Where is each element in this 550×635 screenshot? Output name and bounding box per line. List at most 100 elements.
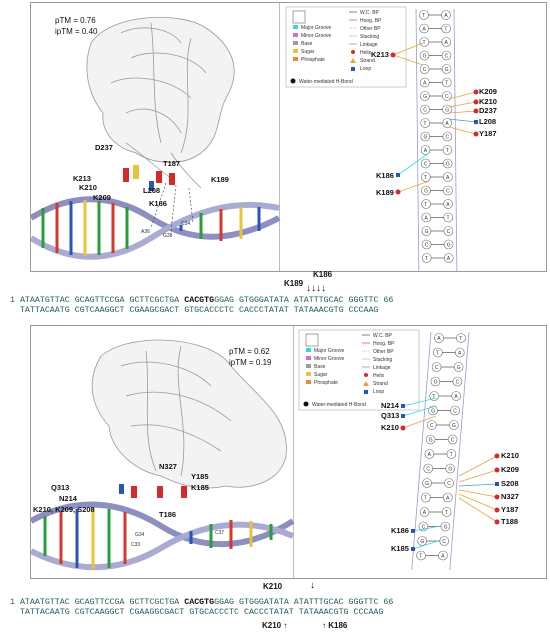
ladder-base: G <box>423 53 427 59</box>
dna-helix <box>31 182 281 260</box>
iptm-score: ipTM = 0.19 <box>229 358 272 367</box>
dna-labels: G34 C33 C37 <box>131 530 224 548</box>
ladder-base: C <box>435 365 439 371</box>
structure-residue-labels: D237 T187 K213 K210 K209 L208 K186 K189 <box>73 143 229 208</box>
contact-label: K213 <box>371 50 389 59</box>
seq-d-mark: K210 <box>263 582 283 591</box>
contact-label: Y187 <box>501 505 519 514</box>
sequence-c-line1: 1 ATAATGTTAC GCAGTTCCGA GCTTCGCTGA CACGT… <box>9 296 394 305</box>
contact-label: K210 <box>381 423 399 432</box>
ladder-rail <box>449 331 470 571</box>
contact-lines <box>390 42 479 195</box>
legend-item: Water-mediated H-Bond <box>312 402 366 408</box>
seq-c-mark: K186 <box>313 270 333 279</box>
legend-item: W.C. BP <box>373 333 393 339</box>
res-label: N327 <box>159 462 177 471</box>
ladder-base: T <box>425 256 428 262</box>
ladder-base: T <box>424 175 427 181</box>
res-label: K210, K209, S208 <box>33 505 95 514</box>
ladder-base: A <box>445 40 449 46</box>
res-label: Y185 <box>191 472 209 481</box>
ladder-base: G <box>425 481 429 487</box>
legend-item: Strand <box>373 381 388 387</box>
ladder-base: G <box>447 242 451 248</box>
ladder-base: C <box>424 161 428 167</box>
protein-structure <box>91 339 287 489</box>
contact-label: K210 <box>479 97 497 106</box>
legend-item: Strand <box>360 58 375 64</box>
ladder-base: G <box>423 94 427 100</box>
contact-label: Y187 <box>479 129 497 138</box>
contact-label: N327 <box>501 492 519 501</box>
ladder-base: A <box>424 215 428 221</box>
seq-d-bottom-mark: K210 ↑ <box>262 621 288 630</box>
contact-label: K210 <box>501 451 519 460</box>
ladder-base: G <box>434 379 438 385</box>
dna-label: A36 <box>141 229 150 235</box>
res-label: Q313 <box>51 483 69 492</box>
contact-label: K186 <box>376 171 394 180</box>
legend-item: Other BP <box>360 26 381 32</box>
legend-item: Sugar <box>301 49 315 55</box>
ladder-base: C <box>445 53 449 59</box>
res-label: K185 <box>191 483 209 492</box>
ladder-base: A <box>446 495 450 501</box>
ladder-base: C <box>447 229 451 235</box>
legend-item: Minor Groove <box>301 33 332 39</box>
ladder-base: A <box>446 202 450 208</box>
ladder-base: G <box>424 134 428 140</box>
legend-item: Stacking <box>373 357 392 363</box>
contact-label: K186 <box>391 526 409 535</box>
legend-item: Stacking <box>360 34 379 40</box>
seq-c-mark: K189 <box>284 279 304 288</box>
legend-item: Base <box>301 41 313 47</box>
legend-item: Loop <box>360 66 371 72</box>
legend-item: Major Groove <box>314 348 345 354</box>
ladder-base: G <box>452 423 456 429</box>
contact-label: S208 <box>501 479 519 488</box>
panel-c-divider <box>279 3 280 271</box>
side-chains <box>123 165 175 191</box>
legend-item: Hoog. BP <box>360 18 382 24</box>
ladder-base: T <box>424 495 427 501</box>
ladder-base: C <box>447 481 451 487</box>
panel-c-graphic: D237 T187 K213 K210 K209 L208 K186 K189 … <box>31 6 497 271</box>
res-label: K186 <box>149 199 167 208</box>
ladder-rail <box>415 8 420 271</box>
legend: Major Groove Minor Groove Base Sugar Pho… <box>285 6 407 88</box>
ladder-base: G <box>431 408 435 414</box>
dna-label: G34 <box>135 532 145 538</box>
contact-label: K209 <box>479 87 497 96</box>
ladder-base: G <box>425 229 429 235</box>
ladder-base: T <box>424 202 427 208</box>
panel-c: (C) <box>30 2 547 272</box>
legend-item: Base <box>314 364 326 370</box>
ladder-base: T <box>444 26 447 32</box>
ladder-base: G <box>445 67 449 73</box>
contact-labels: N214 Q313 K210 K210 K209 S208 N327 Y187 … <box>381 401 519 553</box>
ptm-score: pTM = 0.76 <box>55 16 96 25</box>
ladder-base: T <box>423 40 426 46</box>
panel-d-graphic: N327 Y185 K185 Q313 N214 K210, K209, S20… <box>31 329 519 571</box>
legend-item: Water-mediated H-Bond <box>299 79 353 85</box>
sequence-c-line2: TATTACAATG CGTCAAGGCT CGAAGCGACT GTGCACC… <box>19 306 379 315</box>
contact-label: L208 <box>479 117 496 126</box>
contact-label: T188 <box>501 517 518 526</box>
ladder-base: A <box>423 510 427 516</box>
ladder-base: T <box>436 350 439 356</box>
ladder-base: G <box>444 524 448 530</box>
ladder-base: A <box>447 256 451 262</box>
ladder-base: T <box>423 121 426 127</box>
ladder-base: C <box>446 188 450 194</box>
res-label: L208 <box>143 186 160 195</box>
ladder-base: T <box>432 394 435 400</box>
ladder-base: A <box>423 80 427 86</box>
ladder-base: G <box>420 539 424 545</box>
seq-d-arrow: ↓ <box>310 580 315 591</box>
ptm-score: pTM = 0.62 <box>229 347 270 356</box>
ladder-base: A <box>458 350 462 356</box>
ladder-base: A <box>454 394 458 400</box>
dna-label: G38 <box>163 233 173 239</box>
res-label: K209 <box>93 193 111 202</box>
